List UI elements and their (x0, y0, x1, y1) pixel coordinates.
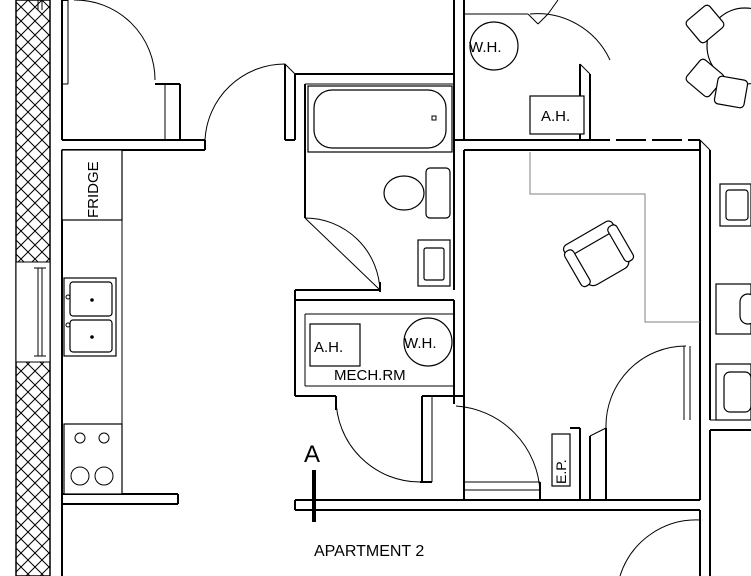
corridor-bottom-wall (61, 499, 711, 576)
office-room (529, 139, 751, 510)
section-marker-label: A (304, 441, 320, 468)
ah-top-label: A.H. (541, 108, 570, 125)
fridge-label: FRIDGE (85, 161, 102, 218)
entry-door: E.P. (453, 396, 581, 500)
dining-table (685, 4, 751, 109)
right-edge-fixtures (715, 183, 751, 421)
mech-room: A.H. W.H. MECH.RM (295, 290, 465, 483)
ah-mech-label: A.H. (314, 339, 343, 356)
upper-left-walls (61, 0, 205, 151)
bathroom (294, 73, 465, 396)
kitchen-sink (63, 277, 117, 357)
wh-top-label: W.H. (469, 39, 502, 56)
fridge: FRIDGE (61, 149, 123, 221)
upper-mech-closet: W.H. A.H. (453, 0, 700, 151)
stove (63, 423, 123, 495)
ep-label: E.P. (553, 459, 569, 484)
apartment-label: APARTMENT 2 (314, 543, 424, 560)
wh-mech-label: W.H. (404, 335, 437, 352)
exterior-wall (15, 0, 51, 576)
section-marker: A (304, 441, 320, 522)
mech-rm-label: MECH.RM (334, 367, 406, 384)
